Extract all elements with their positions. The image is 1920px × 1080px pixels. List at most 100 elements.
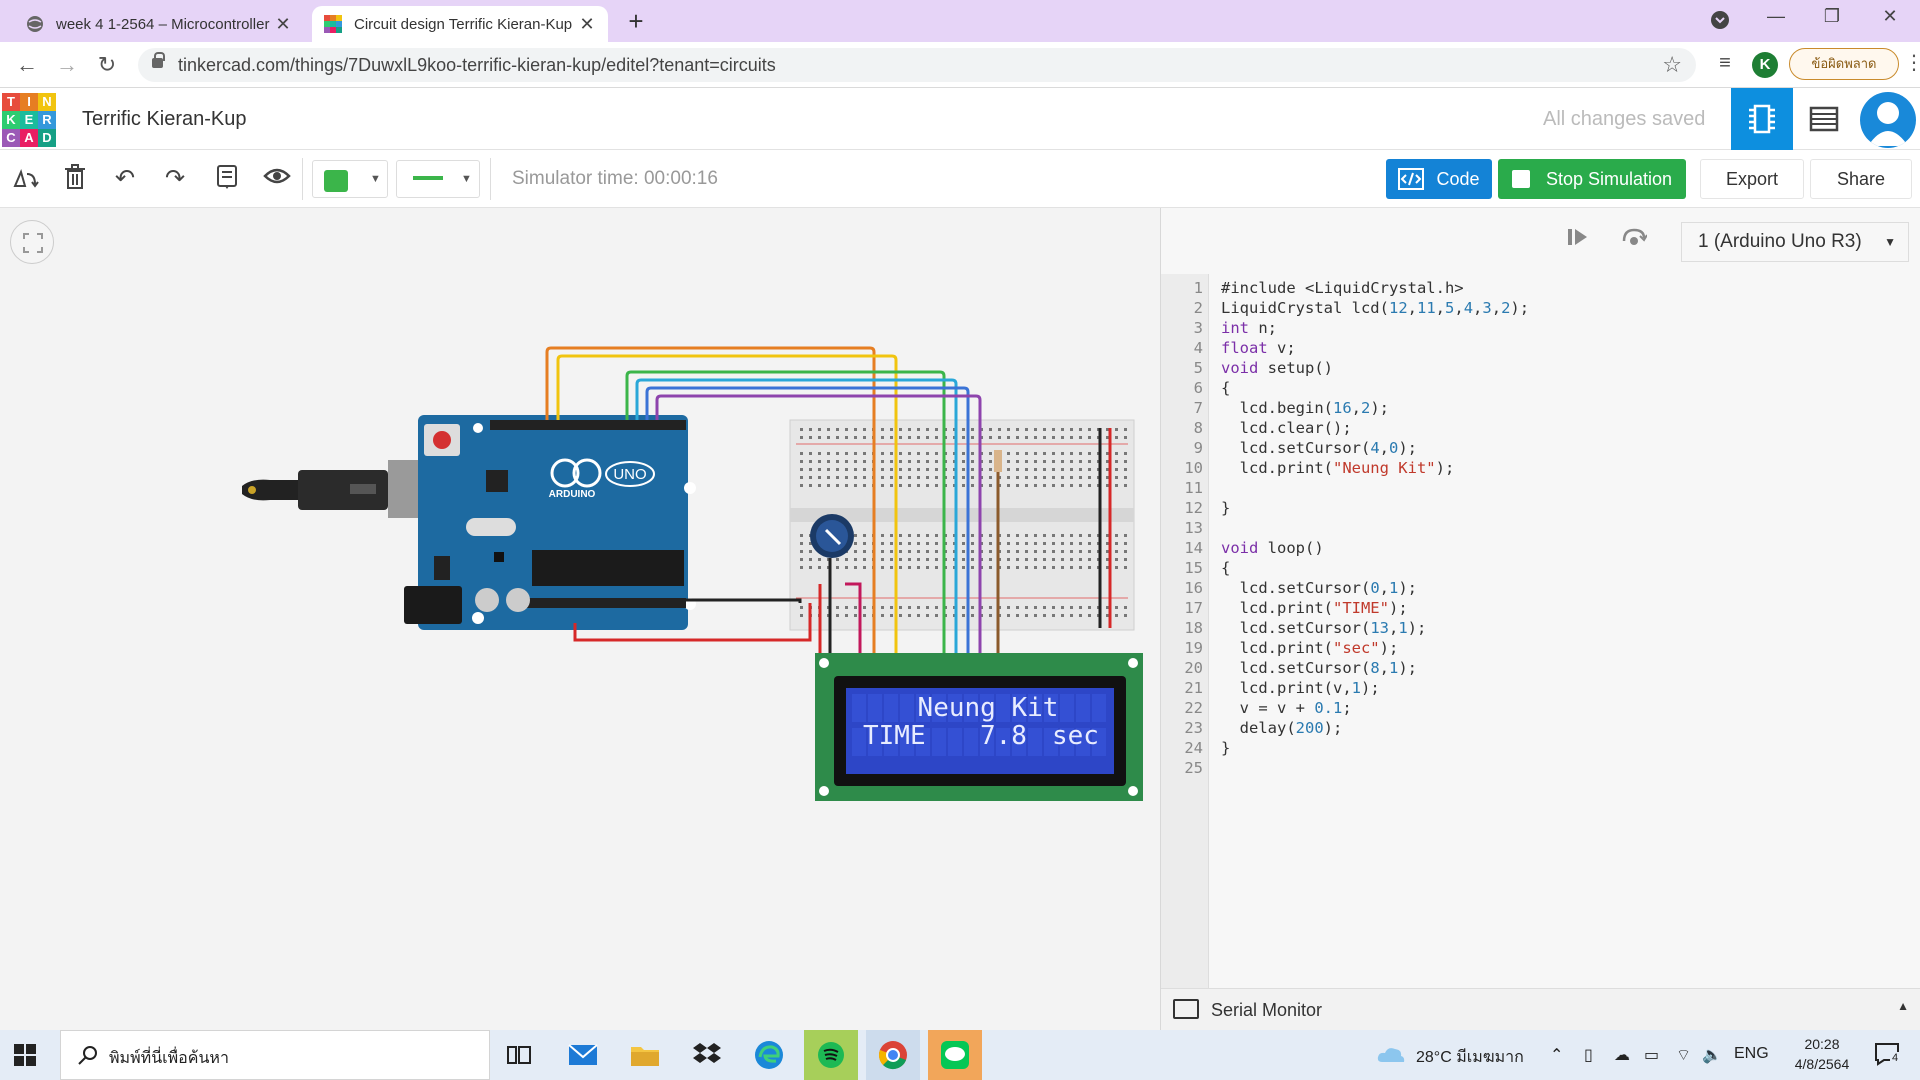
lcd-time-value: 7.8 [980,721,1027,751]
onedrive-cloud-icon[interactable]: ☁ [1614,1047,1630,1064]
code-line[interactable]: 12} [1161,498,1920,518]
line-number: 13 [1184,519,1203,537]
project-title[interactable]: Terrific Kieran-Kup [82,108,247,130]
chevron-up-icon[interactable]: ⌃ [1550,1047,1564,1064]
code-line[interactable]: 23 delay(200); [1161,718,1920,738]
browser-tab-microcontroller[interactable]: week 4 1-2564 – Microcontroller ✕ [14,6,304,42]
component-list-button[interactable] [1793,88,1855,150]
tab-search-icon[interactable] [1700,6,1740,34]
share-button[interactable]: Share [1810,159,1912,199]
device-selector[interactable]: 1 (Arduino Uno R3) ▼ [1681,222,1909,262]
rotate-icon[interactable] [10,164,40,194]
code-line[interactable]: 11 [1161,478,1920,498]
chrome-browser-icon[interactable] [866,1030,920,1080]
browser-menu-icon[interactable]: ⋮ [1904,52,1920,74]
back-icon[interactable]: ← [16,52,38,77]
code-line[interactable]: 15{ [1161,558,1920,578]
code-line[interactable]: 21 lcd.print(v,1); [1161,678,1920,698]
bookmark-star-icon[interactable]: ☆ [1662,52,1682,77]
fit-view-button[interactable] [10,220,54,264]
dropbox-icon[interactable] [680,1030,734,1080]
code-line[interactable]: 7 lcd.begin(16,2); [1161,398,1920,418]
step-icon[interactable] [1563,226,1593,256]
url-field[interactable]: tinkercad.com/things/7DuwxlL9koo-terrifi… [138,48,1696,82]
spotify-icon[interactable] [804,1030,858,1080]
jumper-wires[interactable] [545,346,1112,678]
code-button[interactable]: Code [1386,159,1492,199]
edge-browser-icon[interactable] [742,1030,796,1080]
undo-icon[interactable]: ↶ [114,165,136,192]
mail-app-icon[interactable] [556,1030,610,1080]
code-line[interactable]: 10 lcd.print("Neung Kit"); [1161,458,1920,478]
serial-monitor-bar[interactable]: Serial Monitor ▲ [1161,988,1920,1030]
resistor[interactable] [994,450,1002,472]
code-line[interactable]: 25 [1161,758,1920,778]
circuit-canvas[interactable]: ARDUINO UNO [0,208,1160,1030]
close-tab-icon[interactable]: ✕ [275,13,291,34]
windows-taskbar: พิมพ์ที่นี่เพื่อค้นหา 28°C มีเมฆมาก ⌃ ▯ … [0,1030,1920,1080]
notes-icon[interactable] [212,164,242,194]
forward-icon[interactable]: → [56,52,78,77]
code-line[interactable]: 17 lcd.print("TIME"); [1161,598,1920,618]
search-icon [78,1046,97,1065]
browser-tab-circuit-design[interactable]: Circuit design Terrific Kieran-Kup ✕ [312,6,608,42]
line-app-icon[interactable] [928,1030,982,1080]
code-line[interactable]: 16 lcd.setCursor(0,1); [1161,578,1920,598]
code-line[interactable]: 19 lcd.print("sec"); [1161,638,1920,658]
code-line[interactable]: 6{ [1161,378,1920,398]
system-clock[interactable]: 20:28 4/8/2564 [1780,1034,1864,1074]
notification-center-icon[interactable]: 4 [1874,1042,1901,1066]
user-avatar[interactable] [1860,92,1916,148]
task-view-icon[interactable] [492,1030,546,1080]
potentiometer[interactable] [810,514,854,558]
windows-start-icon[interactable] [14,1044,36,1066]
browser-error-button[interactable]: ข้อผิดพลาด [1789,48,1899,80]
window-close-icon[interactable]: ✕ [1882,6,1898,26]
code-line[interactable]: 1#include <LiquidCrystal.h> [1161,278,1920,298]
wire-type-picker[interactable]: ▼ [396,160,480,198]
export-button[interactable]: Export [1700,159,1804,199]
device-icon[interactable]: ▯ [1584,1047,1593,1064]
visibility-icon[interactable] [262,164,292,194]
battery-icon[interactable]: ▭ [1644,1047,1660,1064]
reload-icon[interactable]: ↻ [97,52,117,77]
minimize-icon[interactable]: — [1767,6,1785,26]
language-indicator[interactable]: ENG [1734,1045,1769,1062]
taskbar-search-box[interactable]: พิมพ์ที่นี่เพื่อค้นหา [60,1030,490,1080]
media-control-icon[interactable]: ≡ [1719,52,1731,74]
debugger-icon[interactable] [1619,226,1649,256]
file-explorer-icon[interactable] [618,1030,672,1080]
code-line[interactable]: 22 v = v + 0.1; [1161,698,1920,718]
wifi-icon[interactable]: ⌔ [1676,1047,1692,1064]
circuit-view-button[interactable] [1731,88,1793,150]
code-line[interactable]: 8 lcd.clear(); [1161,418,1920,438]
code-line[interactable]: 24} [1161,738,1920,758]
wire-color-picker[interactable]: ▼ [312,160,388,198]
code-text: int n; [1221,319,1277,337]
line-number: 8 [1193,419,1203,437]
code-line[interactable]: 13 [1161,518,1920,538]
code-line[interactable]: 9 lcd.setCursor(4,0); [1161,438,1920,458]
restore-icon[interactable]: ❐ [1823,6,1841,26]
code-line[interactable]: 18 lcd.setCursor(13,1); [1161,618,1920,638]
profile-avatar[interactable]: K [1752,52,1778,78]
speaker-icon[interactable]: 🔈 [1702,1047,1722,1064]
close-tab-icon[interactable]: ✕ [579,13,595,34]
arduino-uno-board[interactable]: ARDUINO UNO [404,415,696,630]
line-number: 19 [1184,639,1203,657]
weather-text[interactable]: 28°C มีเมฆมาก [1416,1049,1524,1066]
lcd-16x2-display[interactable]: Neung Kit TIME 7.8 sec [815,653,1143,801]
code-line[interactable]: 20 lcd.setCursor(8,1); [1161,658,1920,678]
delete-icon[interactable] [60,164,90,194]
new-tab-button[interactable]: + [628,6,644,36]
redo-icon[interactable]: ↷ [164,165,186,192]
stop-simulation-button[interactable]: Stop Simulation [1498,159,1686,199]
chevron-up-icon[interactable]: ▲ [1897,999,1909,1013]
code-text: lcd.clear(); [1221,419,1352,437]
